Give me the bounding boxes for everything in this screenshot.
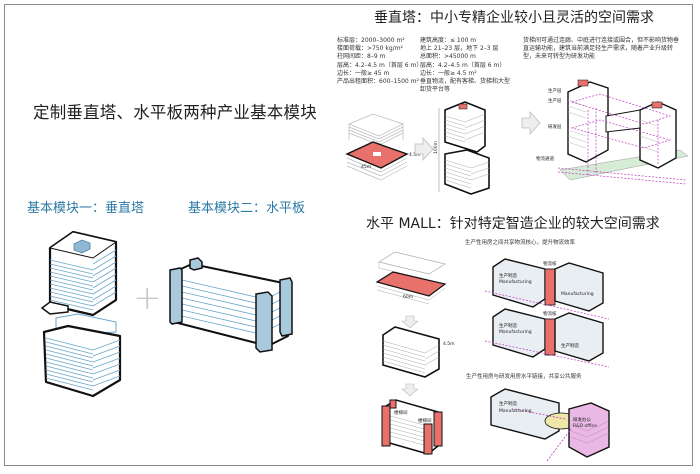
label-production-cn: 生产制造 xyxy=(561,342,579,349)
arrow-down-icon xyxy=(401,383,419,397)
production-rd-link-diagram: 生产制造 Manufacturing 研发办公 R&D office xyxy=(490,388,610,462)
label-core: 物流核 xyxy=(543,310,557,317)
spec-item: 柱网间距：8–9 m xyxy=(337,53,386,61)
horizontal-slab-illustration xyxy=(169,257,293,353)
spec-item: 卸货平台等 xyxy=(420,86,451,94)
label-stair-1: 楼梯间 xyxy=(394,409,408,416)
dim-width-label: 60m xyxy=(403,294,413,300)
slab-plate-diagram: 60m xyxy=(375,251,447,305)
dim-span-label: 45m xyxy=(361,164,371,170)
vertical-tower-section-title: 垂直塔：中小专精企业较小且灵活的空间需求 xyxy=(374,10,654,26)
single-tower-diagram: 100m xyxy=(433,101,490,195)
single-slab-block-diagram: 4.5m xyxy=(382,326,455,378)
spec-item: 楼面荷载：>750 kg/m² xyxy=(337,45,403,53)
shared-logistics-core-diagram: 生产制造 Manufacturing Manufacturing 物流核 生产制… xyxy=(484,258,610,368)
mall-level-lower: 生产制造 Manufacturing 生产制造 物流核 xyxy=(484,308,610,368)
spec-item: 建筑高度：≤ 100 m xyxy=(420,37,477,44)
slab-with-cores-diagram: 楼梯间 楼梯间 xyxy=(381,399,443,455)
spec-item: 层高：4.2–4.5 m（首层 6 m） xyxy=(337,61,423,69)
rooftop-equipment-icon xyxy=(651,101,663,109)
core-column-icons xyxy=(381,399,443,455)
dim-floor-label: 4.5m xyxy=(409,152,421,158)
core-column-icons xyxy=(169,257,293,353)
label-production-floor-2: 生产层 xyxy=(548,97,562,104)
rooftop-equipment-icon xyxy=(458,103,468,110)
arrow-down-icon xyxy=(401,315,419,329)
rooftop-equipment-icon xyxy=(73,239,91,254)
label-rd-cn: 研发办公 xyxy=(573,416,591,423)
arrow-right-icon xyxy=(414,136,434,162)
mall-level-upper: 生产制造 Manufacturing Manufacturing 物流核 xyxy=(484,258,610,320)
label-production-en: Manufacturing xyxy=(499,329,532,335)
label-production-en: Manufacturing xyxy=(499,408,532,414)
label-production-en: Manufacturing xyxy=(499,279,532,285)
label-rd-floor: 研发层 xyxy=(548,123,562,130)
spec-item: 边长：一般≥ 4.5 m² xyxy=(420,69,477,77)
vertical-tower-description: 货梯间可通过连廊、中庭进行连接或围合，但不影响货物垂直运输功能，建筑当前满足轻生… xyxy=(523,37,680,61)
floor-plate-stack-diagram: 45m 4.5m xyxy=(345,113,421,181)
horizontal-mall-section-title: 水平 MALL：针对特定智造企业的较大空间需求 xyxy=(366,216,660,232)
rooftop-equipment-icon xyxy=(577,79,589,87)
spec-item: 总面积：>45000 m xyxy=(420,53,476,61)
main-title: 定制垂直塔、水平板两种产业基本模块 xyxy=(33,103,317,122)
plus-sign: + xyxy=(133,278,162,318)
module-2-title: 基本模块二：水平板 xyxy=(188,201,306,216)
spec-item: 垂直物流，配有客梯、货梯和大型 xyxy=(420,78,511,86)
dim-height-label: 100m xyxy=(433,141,439,154)
spec-list-2: 建筑高度：≤ 100 m 地上 21–23 层，地下 2–3 层 总面积：>45… xyxy=(420,37,510,94)
arrow-right-icon xyxy=(521,110,541,136)
label-core: 物流核 xyxy=(543,260,557,267)
combined-towers-diagram: 生产层 生产层 研发层 物流通道 xyxy=(536,79,689,185)
caption-horizontal-link: 生产性用房与研发用房水平链接，共享公共服务 xyxy=(466,374,582,380)
label-production-cn: 生产制造 xyxy=(499,272,517,279)
label-production-cn: 生产制造 xyxy=(499,400,517,407)
label-production-en: Manufacturing xyxy=(561,291,594,297)
dim-height-label: 4.5m xyxy=(443,341,455,347)
spec-item: 层高：4.2–4.5 m（首层 6 m） xyxy=(420,61,506,69)
label-rd-en: R&D office xyxy=(573,423,597,429)
spec-list-1: 标准层：2000–3000 m² 楼面荷载：>750 kg/m² 柱网间距：8–… xyxy=(337,37,422,86)
label-stair-2: 楼梯间 xyxy=(418,417,432,424)
spec-item: 标准层：2000–3000 m² xyxy=(337,37,405,44)
label-logistics: 物流通道 xyxy=(536,155,554,162)
vertical-tower-illustration xyxy=(40,230,122,398)
label-production-cn: 生产制造 xyxy=(499,322,517,329)
spec-item: 产品出租面积：600–1500 m² xyxy=(337,78,419,86)
spec-item: 地上 21–23 层，地下 2–3 层 xyxy=(420,45,499,53)
module-1-title: 基本模块一：垂直塔 xyxy=(27,201,145,216)
label-production-floor-1: 生产层 xyxy=(548,87,562,94)
caption-shared-logistics: 生产性用房之间共享物流核心，提升物流效率 xyxy=(465,240,576,246)
spec-item: 边长：一般≥ 45 m xyxy=(337,69,390,77)
